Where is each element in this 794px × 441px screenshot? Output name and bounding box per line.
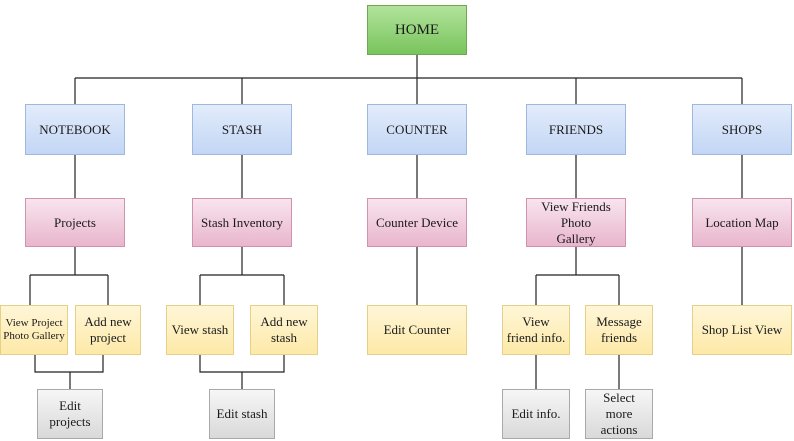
stash-node[interactable]: STASH <box>192 104 292 155</box>
view-stash-node[interactable]: View stash <box>166 305 234 355</box>
shop-list-view-node[interactable]: Shop List View <box>692 305 792 355</box>
edit-stash-node[interactable]: Edit stash <box>209 389 275 439</box>
counter-node[interactable]: COUNTER <box>367 104 467 155</box>
home-node[interactable]: HOME <box>367 5 467 55</box>
connector-notebook <box>29 155 109 389</box>
location-map-node[interactable]: Location Map <box>692 198 792 247</box>
connector-home-bus <box>74 55 743 104</box>
view-project-photo-gallery-node[interactable]: View Project Photo Gallery <box>0 305 68 355</box>
add-new-stash-node[interactable]: Add new stash <box>250 305 318 355</box>
counter-device-node[interactable]: Counter Device <box>367 198 467 247</box>
connector-stash <box>199 155 285 389</box>
edit-counter-node[interactable]: Edit Counter <box>367 305 467 355</box>
projects-node[interactable]: Projects <box>25 198 125 247</box>
edit-projects-node[interactable]: Edit projects <box>37 389 103 439</box>
friends-node[interactable]: FRIENDS <box>526 104 626 155</box>
connector-friends <box>535 155 620 389</box>
notebook-node[interactable]: NOTEBOOK <box>25 104 125 155</box>
view-friends-photo-gallery-node[interactable]: View Friends Photo Gallery <box>526 198 626 247</box>
add-new-project-node[interactable]: Add new project <box>75 305 141 355</box>
message-friends-node[interactable]: Message friends <box>585 305 653 355</box>
view-friend-info-node[interactable]: View friend info. <box>502 305 570 355</box>
edit-info-node[interactable]: Edit info. <box>502 389 570 439</box>
shops-node[interactable]: SHOPS <box>692 104 792 155</box>
select-more-actions-node[interactable]: Select more actions <box>585 389 653 439</box>
stash-inventory-node[interactable]: Stash Inventory <box>192 198 292 247</box>
